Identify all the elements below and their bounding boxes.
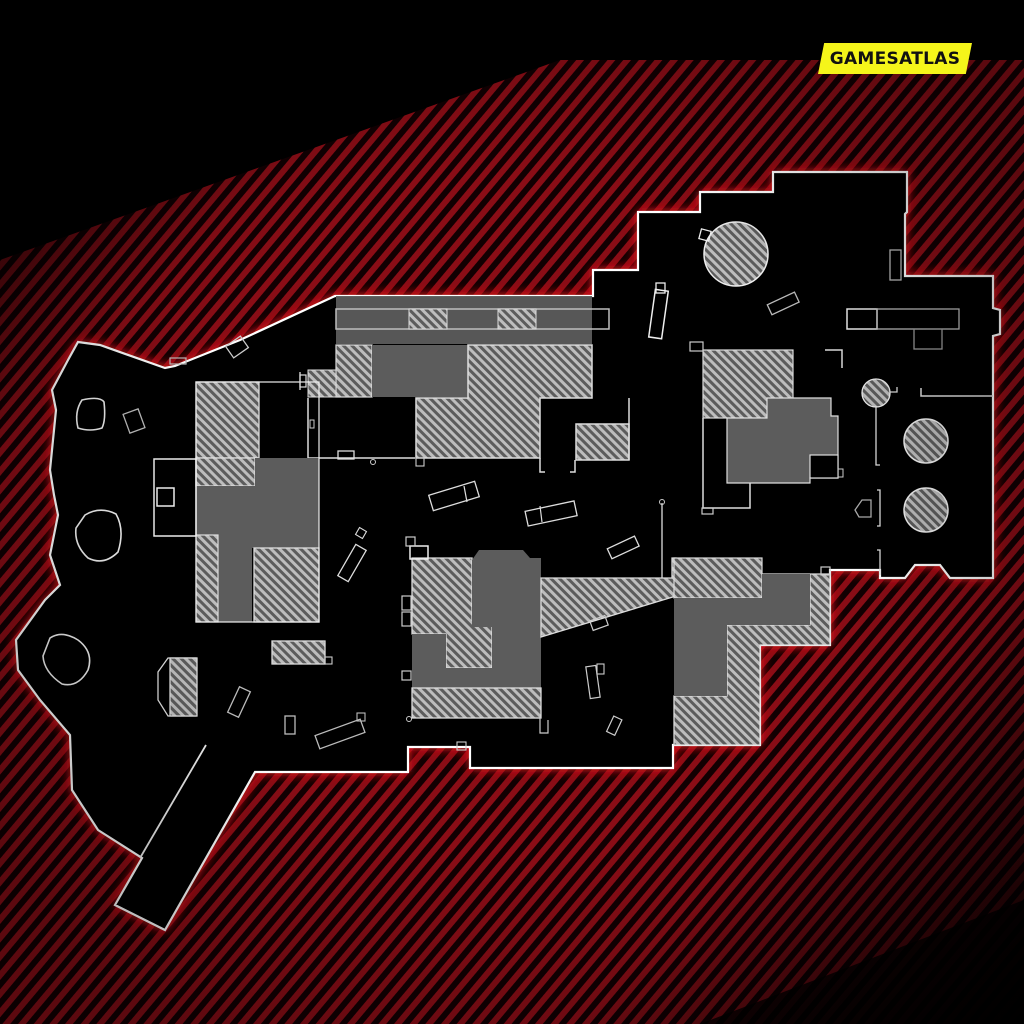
brand-label: GAMESATLAS (829, 48, 961, 69)
brand-badge: GAMESATLAS (818, 43, 972, 74)
